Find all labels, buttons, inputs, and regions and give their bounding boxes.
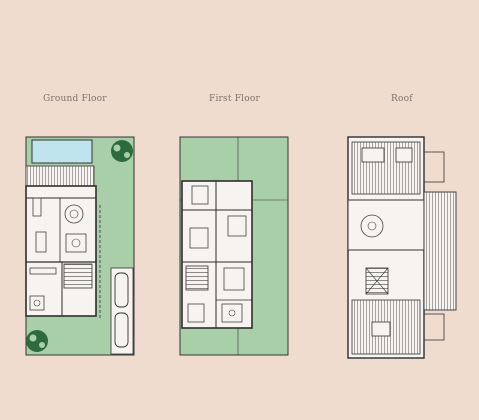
- bathroom: [221, 303, 243, 323]
- bed: [227, 215, 247, 237]
- first-floor-label: First Floor: [209, 94, 260, 104]
- roof-side-platform: [423, 313, 445, 341]
- dining-table: [35, 231, 47, 253]
- wash-basin: [33, 299, 41, 307]
- sofa: [32, 197, 42, 217]
- stair-cross: [365, 267, 389, 295]
- roof-table: [371, 321, 391, 337]
- ground-house: [25, 185, 97, 317]
- driveway: [110, 267, 134, 355]
- lounge-table: [367, 221, 377, 231]
- terrace-deck: [25, 165, 95, 187]
- car-1: [114, 272, 129, 308]
- roof-table: [395, 147, 413, 163]
- roof-lounge: [347, 199, 425, 251]
- roof-label: Roof: [391, 94, 413, 104]
- coffee-table: [71, 238, 81, 248]
- lounge-table-center: [69, 209, 79, 219]
- bathroom: [29, 295, 45, 311]
- bed: [223, 267, 245, 291]
- pool: [31, 139, 93, 164]
- first-stair: [185, 265, 209, 291]
- car-2: [114, 312, 129, 348]
- bathroom: [187, 303, 205, 323]
- bed: [191, 185, 209, 205]
- first-house: [181, 180, 253, 329]
- roof-side-deck: [423, 191, 457, 311]
- roof-pergola-bottom: [351, 299, 421, 355]
- ground-stair: [63, 263, 93, 289]
- roof-table: [361, 147, 385, 163]
- living-set: [65, 233, 87, 253]
- roof-side-platform: [423, 151, 445, 183]
- tree-icon: [111, 140, 133, 162]
- ground-floor-plan: [25, 136, 135, 356]
- tree-icon: [26, 330, 48, 352]
- lounge-sofa: [360, 214, 384, 238]
- lounge-table: [64, 204, 84, 224]
- bed: [189, 227, 209, 249]
- ground-floor-label: Ground Floor: [43, 94, 107, 104]
- roof-plan: [347, 136, 457, 359]
- wash-basin: [228, 309, 236, 317]
- kitchen-counter: [29, 267, 57, 275]
- first-floor-plan: [179, 136, 289, 356]
